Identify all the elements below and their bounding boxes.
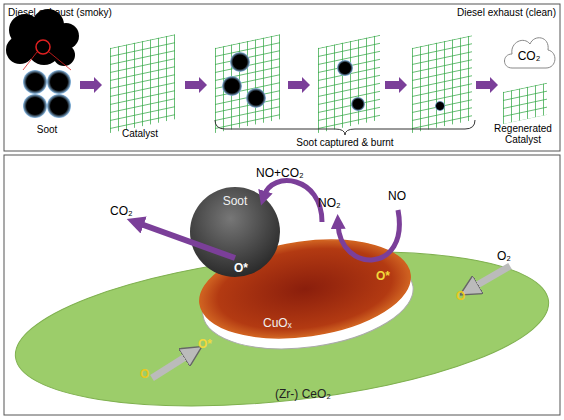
drawing-part — [215, 34, 280, 133]
drawing-part — [110, 34, 175, 133]
species-label: CO₂ — [110, 205, 133, 218]
drawing-part — [23, 70, 47, 94]
species-label: NO+CO₂ — [256, 167, 304, 180]
drawing-part — [435, 101, 445, 111]
drawing-part — [185, 77, 207, 93]
drawing-part — [476, 77, 498, 93]
drawing-part — [337, 60, 353, 76]
active-oxygen: O* — [376, 270, 390, 283]
part-label: Catalyst — [122, 128, 158, 139]
support-oxide: (Zr-) CeO₂ CuOₓ — [8, 245, 556, 413]
drawing-part — [351, 97, 365, 111]
catalyst-mesh — [503, 83, 547, 124]
catalyst-mesh — [412, 35, 472, 133]
drawing-part — [47, 70, 71, 94]
node-text: CO₂ — [500, 50, 558, 63]
captured-soot — [222, 52, 445, 111]
catalyst-mesh — [215, 34, 280, 133]
co2-cloud: CO₂ — [500, 28, 558, 78]
drawing-part — [318, 35, 380, 133]
drawing-part — [80, 77, 102, 93]
catalyst-mesh — [318, 35, 380, 133]
drawing-part — [222, 76, 242, 96]
node-text: (Zr-) CeO₂ — [275, 388, 331, 401]
part-label: Regenerated Catalyst — [492, 123, 554, 145]
active-oxygen: O* — [234, 262, 248, 275]
stage-label: Soot captured & burnt — [296, 137, 393, 148]
soot-particles — [23, 70, 71, 118]
lattice-oxygen: O — [456, 290, 465, 303]
species-label: NO — [388, 190, 406, 203]
node-text: CuOₓ — [263, 317, 292, 330]
drawing-part — [412, 35, 472, 133]
node-text: Soot — [188, 195, 282, 208]
drawing-part — [23, 94, 47, 118]
species-label: NO₂ — [318, 197, 341, 210]
drawing-part — [47, 94, 71, 118]
part-label: Soot — [37, 124, 58, 135]
drawing-part — [246, 88, 266, 108]
active-oxygen: O* — [198, 338, 212, 351]
bracket — [215, 120, 475, 135]
catalyst-mesh — [110, 34, 175, 133]
zoom-circle — [36, 40, 50, 54]
lattice-oxygen: O — [140, 368, 149, 381]
drawing-part — [385, 77, 407, 93]
cuox-ellipse — [193, 228, 416, 351]
zoom-lines — [23, 52, 71, 70]
species-label: O₂ — [497, 250, 511, 263]
drawing-part — [503, 83, 547, 124]
top-panel — [4, 4, 560, 151]
panel-title: Diesel exhaust (smoky) — [8, 7, 112, 18]
drawing-part — [288, 77, 310, 93]
drawing-part — [230, 52, 250, 72]
drawing-part — [53, 44, 75, 66]
panel-title: Diesel exhaust (clean) — [457, 7, 556, 18]
